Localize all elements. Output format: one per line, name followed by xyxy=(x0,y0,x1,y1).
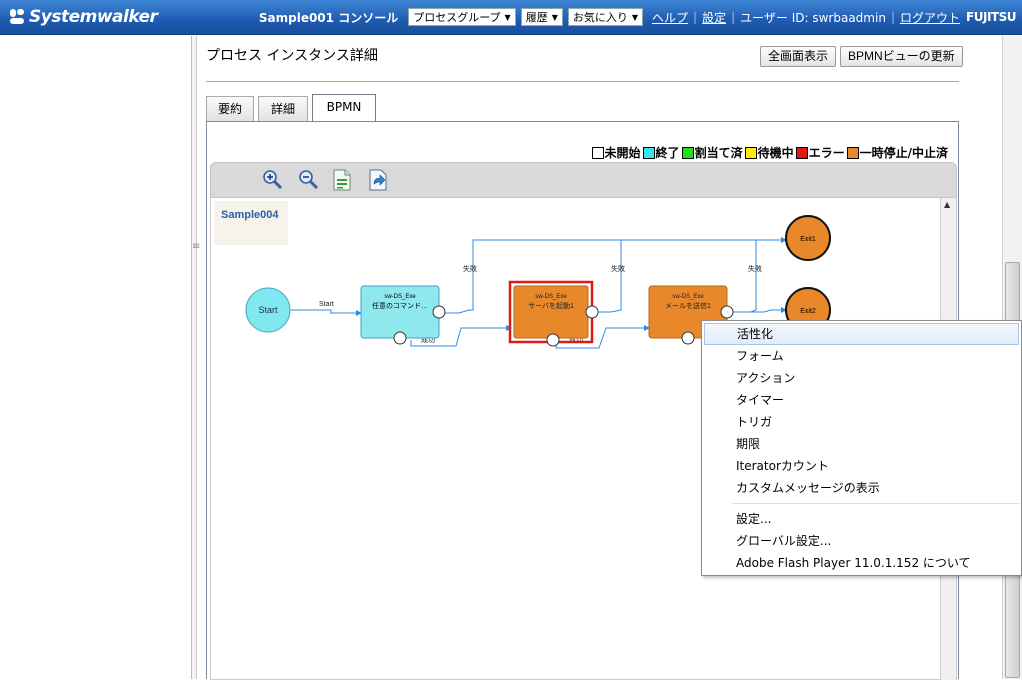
legend-item: エラー xyxy=(795,144,845,161)
fullscreen-button[interactable]: 全画面表示 xyxy=(760,46,837,67)
flow-label-fail: 失敗 xyxy=(463,264,477,273)
task-label: メールを送信1 xyxy=(665,301,711,310)
start-label: Start xyxy=(258,305,278,315)
legend-swatch xyxy=(591,146,604,159)
process-group-menu-label: プロセスグループ xyxy=(413,11,501,24)
tab-details[interactable]: 詳細 xyxy=(258,96,308,121)
task-type: sw-DS_Exe xyxy=(535,294,567,300)
context-menu-item[interactable]: グローバル設定... xyxy=(736,534,832,548)
chevron-down-icon: ▼ xyxy=(504,12,511,22)
legend-label: 終了 xyxy=(655,146,680,160)
context-menu-item[interactable]: 期限 xyxy=(736,437,761,451)
favorites-menu[interactable]: お気に入り ▼ xyxy=(567,8,644,26)
context-menu-item[interactable]: アクション xyxy=(736,371,796,385)
legend-swatch xyxy=(744,146,757,159)
user-id-label: ユーザー ID: swrbaadmin xyxy=(740,10,886,25)
process-name: Sample004 xyxy=(221,209,279,221)
status-legend: 未開始終了割当て済待機中エラー一時停止/中止済 xyxy=(590,144,948,161)
title-divider xyxy=(206,81,959,82)
fit-page-icon[interactable] xyxy=(330,168,354,192)
process-name-box xyxy=(214,201,288,245)
start-event[interactable]: Start xyxy=(245,287,291,333)
task-label: サーバを起動1 xyxy=(528,301,574,310)
pane-splitter[interactable]: ≡ xyxy=(192,36,201,679)
context-menu-item[interactable]: カスタムメッセージの表示 xyxy=(736,481,880,495)
legend-item: 終了 xyxy=(642,144,680,161)
brand-name: Systemwalker xyxy=(29,7,158,27)
header-nav: Sample001 コンソール プロセスグループ ▼ 履歴 ▼ お気に入り ▼ … xyxy=(259,8,964,26)
context-menu-separator xyxy=(732,503,1019,504)
context-menu-item[interactable]: タイマー xyxy=(736,393,785,407)
flow-label-success: 成功 xyxy=(569,335,583,344)
context-menu-item[interactable]: Adobe Flash Player 11.0.1.152 について xyxy=(736,556,971,570)
legend-swatch xyxy=(681,146,694,159)
refresh-bpmn-button[interactable]: BPMNビューの更新 xyxy=(840,46,963,67)
legend-label: 割当て済 xyxy=(694,146,743,160)
end-event[interactable]: Exit1 xyxy=(785,215,831,261)
export-icon[interactable] xyxy=(366,168,390,192)
zoom-out-icon[interactable] xyxy=(297,168,321,192)
context-menu-item[interactable]: 活性化 xyxy=(704,323,1019,345)
legend-label: エラー xyxy=(808,146,845,160)
favorites-menu-label: お気に入り xyxy=(572,11,628,24)
help-link[interactable]: ヘルプ xyxy=(652,10,689,25)
header-separator: | xyxy=(693,10,698,24)
task-node[interactable]: sw-DS_Exe 任意のコマンド… xyxy=(360,285,446,345)
zoom-in-icon[interactable] xyxy=(261,168,285,192)
flow-label-fail: 失敗 xyxy=(611,264,625,273)
tab-summary[interactable]: 要約 xyxy=(206,96,254,121)
logout-link[interactable]: ログアウト xyxy=(899,10,960,25)
context-menu-item[interactable]: トリガ xyxy=(736,415,773,429)
console-title: Sample001 コンソール xyxy=(258,10,399,25)
task-type: sw-DS_Exe xyxy=(672,294,704,300)
chevron-down-icon: ▼ xyxy=(551,12,558,22)
legend-item: 割当て済 xyxy=(681,144,743,161)
context-menu-item[interactable]: 設定... xyxy=(736,512,772,526)
page-title: プロセス インスタンス詳細 xyxy=(206,48,378,64)
navigation-pane xyxy=(0,36,192,679)
task-node-selected[interactable]: sw-DS_Exe サーバを起動1 xyxy=(508,280,599,347)
legend-swatch xyxy=(795,146,808,159)
legend-label: 一時停止/中止済 xyxy=(859,146,948,160)
history-menu[interactable]: 履歴 ▼ xyxy=(520,8,563,26)
task-label: 任意のコマンド… xyxy=(372,301,428,310)
header-separator: | xyxy=(890,10,895,24)
fujitsu-logo: FUJITSU xyxy=(966,10,1016,24)
legend-item: 待機中 xyxy=(744,144,794,161)
context-menu-item[interactable]: フォーム xyxy=(736,349,784,363)
chevron-down-icon: ▼ xyxy=(631,12,639,22)
flow-label-start: Start xyxy=(319,301,334,308)
legend-label: 未開始 xyxy=(604,146,641,160)
context-menu: 活性化フォームアクションタイマートリガ期限 Iteratorカウントカスタムメッセ… xyxy=(701,320,1022,576)
sequence-flows xyxy=(291,237,787,349)
legend-label: 待機中 xyxy=(757,146,794,160)
scroll-up-icon[interactable]: ▲ xyxy=(944,200,951,209)
legend-item: 未開始 xyxy=(591,144,641,161)
legend-item: 一時停止/中止済 xyxy=(846,144,948,161)
viewer-toolbar xyxy=(210,162,957,198)
flow-label-fail: 失敗 xyxy=(748,264,762,273)
header-separator: | xyxy=(731,10,736,24)
legend-swatch xyxy=(642,146,655,159)
app-header: Systemwalker Sample001 コンソール プロセスグループ ▼ … xyxy=(0,0,1022,35)
history-menu-label: 履歴 xyxy=(525,11,548,24)
systemwalker-logo-icon xyxy=(8,8,26,26)
brand-logo: Systemwalker xyxy=(8,7,158,27)
context-menu-item[interactable]: Iteratorカウント xyxy=(736,459,829,473)
process-diagram: Sample004 Start 失敗 xyxy=(214,201,831,349)
settings-link[interactable]: 設定 xyxy=(702,10,727,25)
flow-label-success: 成功 xyxy=(421,335,435,344)
edge-labels: Start 失敗 成功 失敗 成功 失敗 xyxy=(319,264,762,344)
process-group-menu[interactable]: プロセスグループ ▼ xyxy=(408,8,516,26)
splitter-grip-icon[interactable]: ≡ xyxy=(192,241,201,252)
tab-bpmn[interactable]: BPMN xyxy=(312,94,376,121)
exit-label: Exit2 xyxy=(800,308,816,315)
task-type: sw-DS_Exe xyxy=(384,294,416,300)
legend-swatch xyxy=(846,146,859,159)
exit-label: Exit1 xyxy=(800,236,816,243)
